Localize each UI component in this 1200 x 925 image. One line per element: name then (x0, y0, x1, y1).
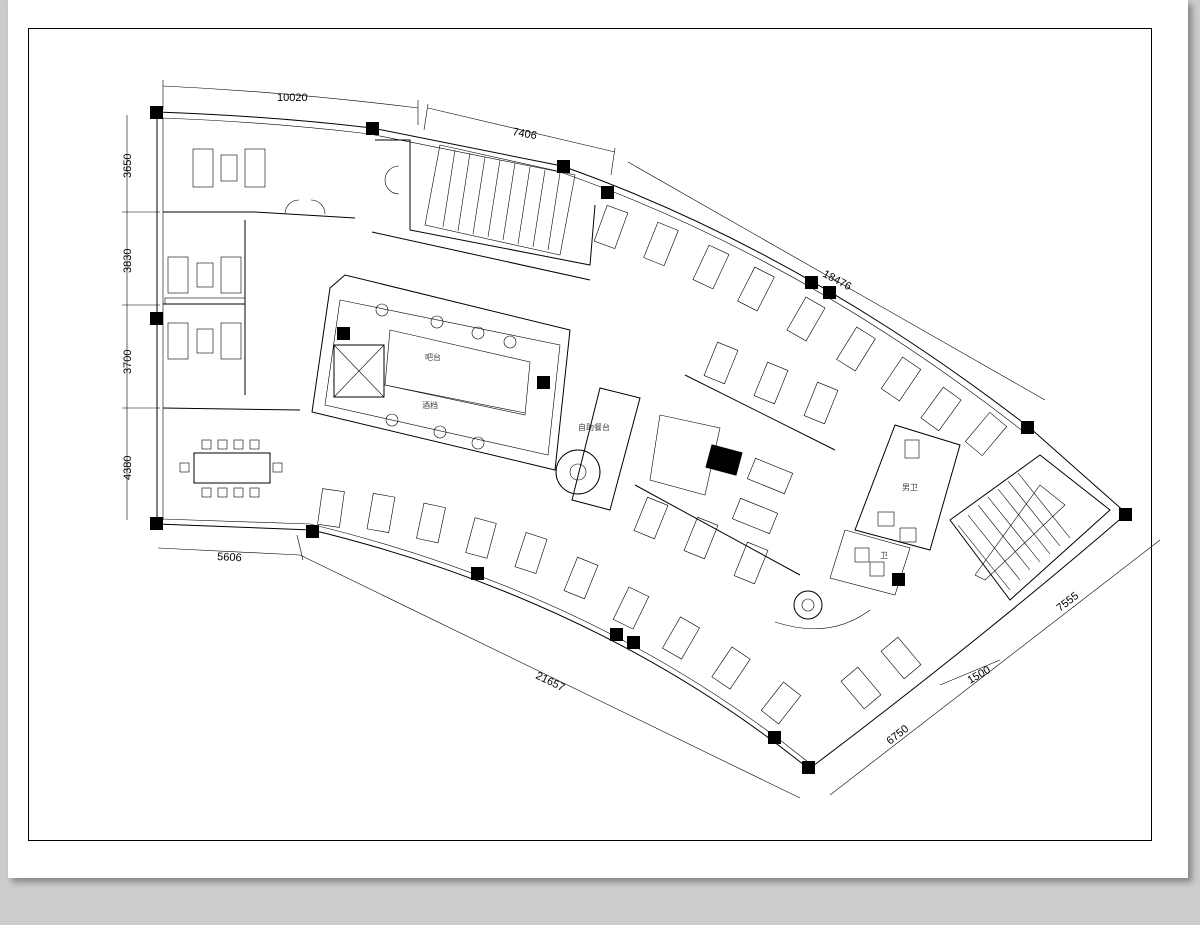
column (557, 160, 570, 173)
column (366, 122, 379, 135)
dim-left-3: 3700 (122, 350, 134, 374)
column (1119, 508, 1132, 521)
column (802, 761, 815, 774)
buffet-counter: 自助餐台 (555, 387, 641, 511)
column (1021, 421, 1034, 434)
dim-left-4: 4380 (122, 456, 134, 480)
column (306, 525, 319, 538)
dim-left-1: 3650 (122, 154, 134, 178)
drawing-frame (28, 28, 1152, 841)
column (537, 376, 550, 389)
restroom-block: 男卫 卫 (829, 424, 961, 596)
drawing-sheet (8, 0, 1188, 878)
dim-left-2: 3830 (122, 249, 134, 273)
column (150, 312, 163, 325)
staircase-top (371, 139, 596, 281)
female-wc-label: 卫 (880, 551, 888, 560)
column (805, 276, 818, 289)
column (627, 636, 640, 649)
drink-counter-label: 酒档 (422, 400, 438, 410)
column (471, 567, 484, 580)
piano-area (649, 414, 871, 630)
dining-table (193, 452, 271, 484)
male-wc-label: 男卫 (902, 483, 918, 492)
column (601, 186, 614, 199)
private-rooms (162, 148, 356, 498)
booth-seating (317, 204, 1008, 725)
buffet-label: 自助餐台 (578, 422, 610, 432)
bar-counter-label: 吧台 (425, 352, 441, 362)
dim-bottom-mid: 21657 (534, 670, 567, 694)
column (337, 327, 350, 340)
column (823, 286, 836, 299)
column (768, 731, 781, 744)
elevator (333, 344, 385, 398)
column (150, 517, 163, 530)
bar-area: 吧台 酒档 (311, 274, 571, 471)
column (610, 628, 623, 641)
dim-right-small: 1500 (966, 664, 993, 687)
dim-bottom-left: 5606 (217, 551, 242, 564)
dim-top-mid: 7406 (511, 126, 537, 142)
column (892, 573, 905, 586)
dimension-lines (122, 80, 1161, 799)
column (150, 106, 163, 119)
staircase-right (949, 454, 1111, 601)
dim-right-bottom: 6750 (884, 723, 911, 748)
dim-top-left: 10020 (277, 92, 308, 104)
dim-right: 7555 (1054, 590, 1081, 615)
structural-columns (150, 106, 1132, 774)
